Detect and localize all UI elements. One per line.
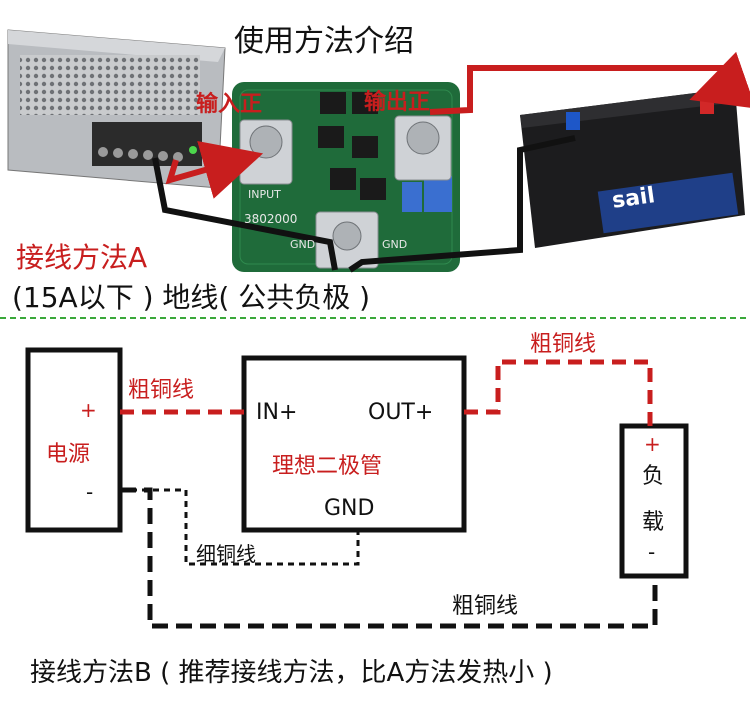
- method-a-note: (15A以下 ) 地线( 公共负极 ): [12, 281, 371, 314]
- power-supply-mesh: [20, 55, 200, 115]
- load-char-1: 负: [642, 464, 665, 489]
- input-positive-label: 输入正: [196, 92, 263, 117]
- load-char-2: 载: [642, 510, 665, 535]
- method-b-footer: 接线方法B ( 推荐接线方法，比A方法发热小 ): [30, 658, 553, 688]
- board-serial-text: 3802000: [244, 212, 298, 226]
- device-name: 理想二极管: [272, 454, 383, 479]
- power-supply-unit: [7, 29, 226, 189]
- board-gnd-right: GND: [382, 238, 408, 251]
- power-led: [189, 146, 197, 154]
- in-plus-label: IN+: [256, 400, 298, 425]
- thin-ground-wire: [120, 488, 360, 566]
- red-wire-out: [464, 359, 653, 426]
- thin-wire-label: 细铜线: [196, 542, 256, 566]
- output-positive-label: 输出正: [364, 90, 431, 115]
- capacitor: [424, 176, 452, 212]
- power-plus: +: [80, 398, 97, 422]
- out-plus-label: OUT+: [368, 400, 434, 425]
- power-label: 电源: [46, 442, 91, 467]
- board-input-text: INPUT: [248, 188, 281, 201]
- battery-label: [597, 172, 739, 234]
- method-a-label: 接线方法A: [16, 241, 148, 274]
- thick-wire-bottom-label: 粗铜线: [452, 594, 519, 619]
- gnd-label: GND: [324, 496, 375, 521]
- board-gnd-left: GND: [290, 238, 316, 251]
- load-plus: +: [644, 432, 661, 456]
- power-source-box: [25, 347, 123, 533]
- diode-box: [241, 355, 467, 533]
- battery-negative-post: [566, 112, 580, 130]
- page-title: 使用方法介绍: [234, 24, 414, 59]
- power-minus: -: [86, 480, 94, 504]
- thick-wire-top-label: 粗铜线: [530, 332, 597, 357]
- battery: [520, 88, 745, 248]
- thick-ground-wire: [120, 487, 658, 629]
- load-minus: -: [648, 540, 656, 564]
- battery-positive-post: [700, 96, 714, 114]
- thick-wire-left-label: 粗铜线: [128, 378, 195, 403]
